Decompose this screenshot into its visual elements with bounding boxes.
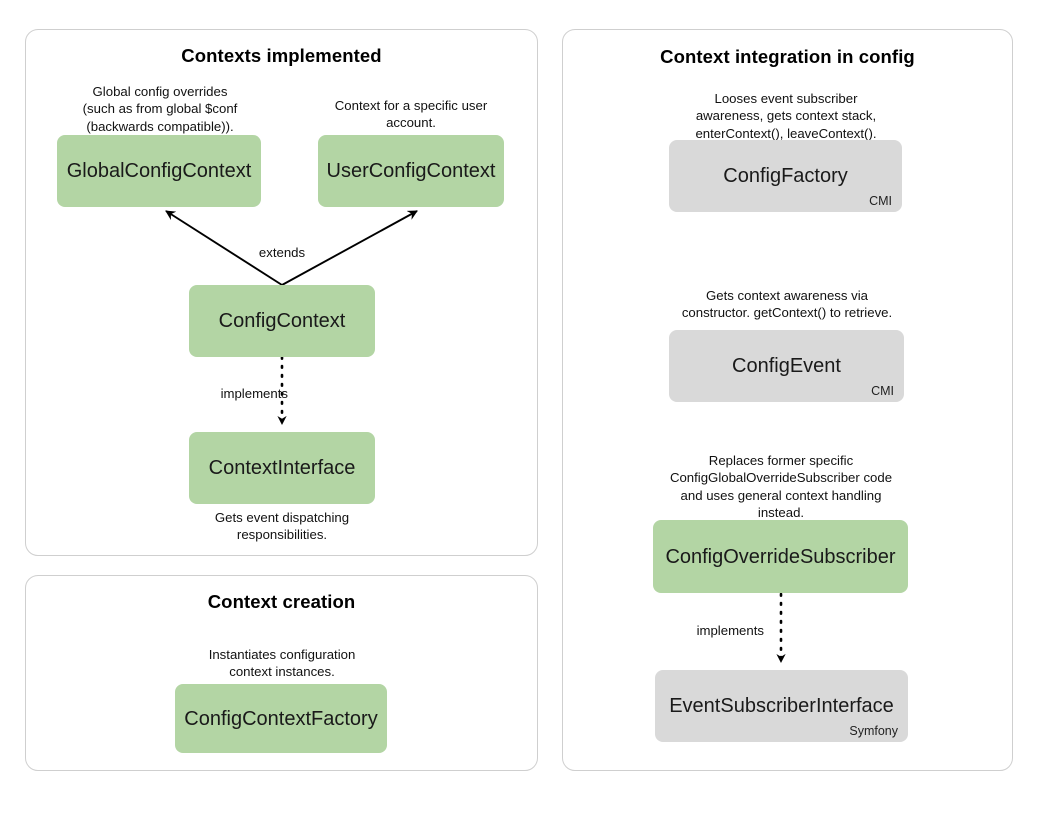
node-tag-config-event: CMI <box>871 384 894 398</box>
node-config-event[interactable]: ConfigEvent CMI <box>669 330 904 402</box>
node-label-config-context-factory: ConfigContextFactory <box>184 707 378 730</box>
edge-label-implements-context-interface: implements <box>220 386 288 401</box>
node-label-config-event: ConfigEvent <box>732 355 841 377</box>
node-event-subscriber-interface[interactable]: EventSubscriberInterface Symfony <box>655 670 908 742</box>
node-label-event-subscriber-interface: EventSubscriberInterface <box>669 695 894 717</box>
node-config-context[interactable]: ConfigContext <box>189 285 375 357</box>
node-context-interface[interactable]: ContextInterface <box>189 432 375 504</box>
node-config-context-factory[interactable]: ConfigContextFactory <box>175 684 387 753</box>
node-label-config-override-subscriber: ConfigOverrideSubscriber <box>665 545 896 568</box>
panel-title-context-creation: Context creation <box>207 591 356 612</box>
node-tag-config-factory: CMI <box>869 194 892 208</box>
node-config-factory[interactable]: ConfigFactory CMI <box>669 140 902 212</box>
edge-label-implements-event-subscriber-interface: implements <box>696 623 764 638</box>
node-label-config-context: ConfigContext <box>218 310 346 332</box>
panel-title-contexts-implemented: Contexts implemented <box>181 45 382 66</box>
node-global-config-context[interactable]: GlobalConfigContext <box>57 135 261 207</box>
node-label-user-config-context: UserConfigContext <box>326 160 496 182</box>
node-user-config-context[interactable]: UserConfigContext <box>318 135 504 207</box>
node-config-override-subscriber[interactable]: ConfigOverrideSubscriber <box>653 520 908 593</box>
node-label-config-factory: ConfigFactory <box>723 165 848 187</box>
node-label-global-config-context: GlobalConfigContext <box>66 160 252 182</box>
edge-label-extends: extends <box>258 245 306 260</box>
caption-global-config-context: Global config overrides(such as from glo… <box>82 84 238 134</box>
node-label-context-interface: ContextInterface <box>208 457 356 479</box>
panel-title-context-integration: Context integration in config <box>660 46 915 67</box>
node-tag-event-subscriber-interface: Symfony <box>849 724 898 738</box>
